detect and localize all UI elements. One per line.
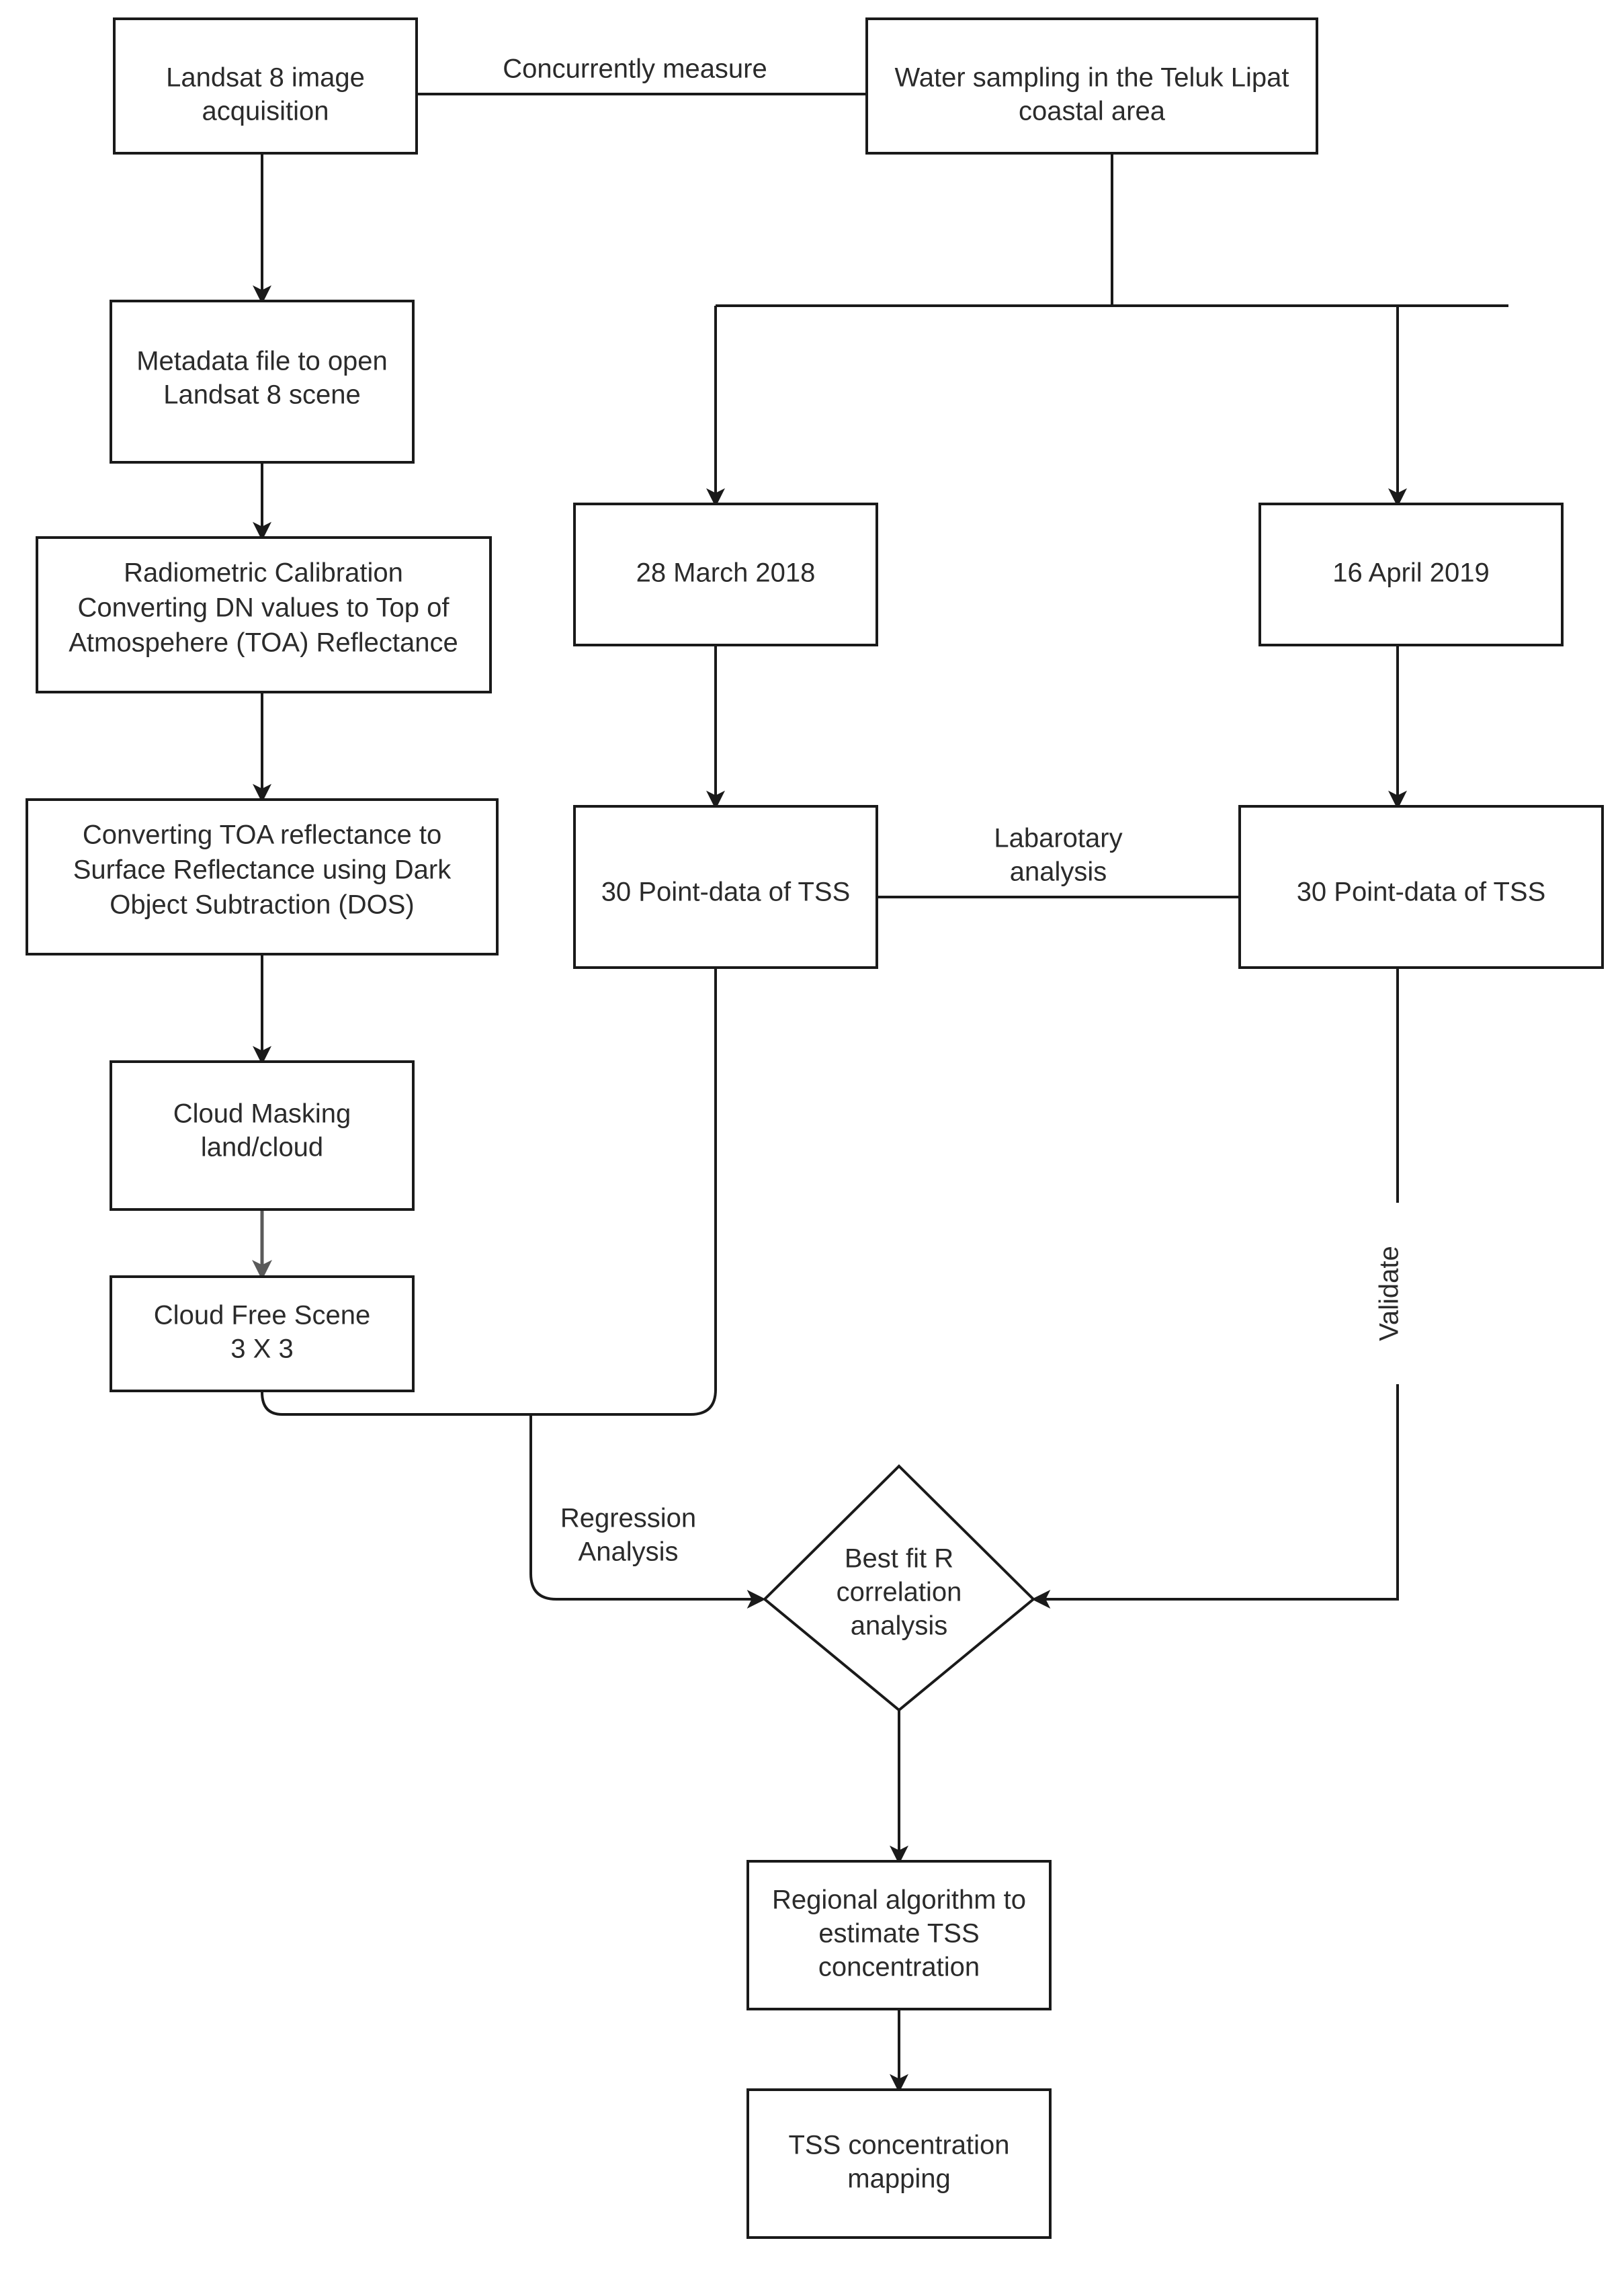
- node-label-line: 30 Point-data of TSS: [601, 878, 851, 907]
- node-label-line: 30 Point-data of TSS: [1297, 878, 1546, 907]
- node-label-line: correlation: [837, 1578, 962, 1607]
- node-regional-algorithm[interactable]: Regional algorithm to estimate TSS conce…: [746, 1860, 1052, 2010]
- edge-merge-to-decision: [529, 1414, 766, 1609]
- node-tss-points-2018[interactable]: 30 Point-data of TSS: [573, 805, 878, 969]
- node-label-line: 16 April 2019: [1332, 558, 1490, 588]
- node-label-line: 28 March 2018: [636, 558, 816, 588]
- node-date-2018[interactable]: 28 March 2018: [573, 503, 878, 646]
- node-cloud-masking[interactable]: Cloud Masking land/cloud: [110, 1060, 415, 1211]
- node-label-line: Water sampling in the Teluk Lipat: [895, 63, 1289, 93]
- node-tss-mapping[interactable]: TSS concentration mapping: [746, 2088, 1052, 2239]
- edge-label-labarotary-analysis: Labarotary analysis: [921, 816, 1203, 890]
- edge-tss2019-validate-to-decision: [1031, 968, 1399, 1609]
- node-label-line: Landsat 8 image: [166, 63, 365, 93]
- node-label-line: analysis: [851, 1611, 948, 1641]
- node-label-line: Object Subtraction (DOS): [110, 890, 415, 920]
- node-label-line: Cloud Masking: [173, 1099, 351, 1129]
- edge-label-validate: Validate: [1371, 1203, 1412, 1384]
- svg-text:Labarotary: Labarotary: [994, 824, 1122, 853]
- edge-label-regression-analysis: Regression Analysis: [538, 1497, 779, 1574]
- node-label-line: TSS concentration: [788, 2131, 1009, 2160]
- node-cloud-free-scene[interactable]: Cloud Free Scene 3 X 3: [110, 1275, 415, 1392]
- node-metadata-file[interactable]: Metadata file to open Landsat 8 scene: [110, 300, 415, 464]
- node-label-line: acquisition: [202, 97, 329, 126]
- node-label-line: coastal area: [1019, 97, 1166, 126]
- svg-text:Validate: Validate: [1375, 1246, 1404, 1341]
- edge-tss2018-merge: [261, 968, 717, 1416]
- node-label-line: Atmospehere (TOA) Reflectance: [69, 628, 458, 658]
- node-label-line: land/cloud: [201, 1133, 323, 1162]
- svg-text:analysis: analysis: [1010, 857, 1107, 887]
- node-radiometric-calibration[interactable]: Radiometric Calibration Converting DN va…: [36, 536, 492, 693]
- node-water-sampling[interactable]: Water sampling in the Teluk Lipat coasta…: [865, 17, 1318, 155]
- node-label-line: Landsat 8 scene: [163, 380, 361, 410]
- svg-text:Regression: Regression: [560, 1504, 696, 1533]
- node-label-line: Radiometric Calibration: [124, 558, 403, 588]
- node-tss-points-2019[interactable]: 30 Point-data of TSS: [1238, 805, 1604, 969]
- node-dos-conversion[interactable]: Converting TOA reflectance to Surface Re…: [26, 798, 499, 955]
- node-label-line: Metadata file to open: [136, 347, 388, 376]
- node-date-2019[interactable]: 16 April 2019: [1258, 503, 1564, 646]
- edge-label-concurrently-measure: Concurrently measure: [464, 52, 813, 90]
- node-label-line: mapping: [847, 2164, 950, 2194]
- node-label-line: estimate TSS: [818, 1919, 979, 1949]
- svg-text:Analysis: Analysis: [579, 1537, 679, 1567]
- node-best-fit-decision[interactable]: Best fit R correlation analysis: [763, 1464, 1035, 1712]
- node-label-line: Converting TOA reflectance to: [83, 820, 441, 850]
- node-landsat-acquisition[interactable]: Landsat 8 image acquisition: [113, 17, 418, 155]
- node-label-line: Converting DN values to Top of: [78, 593, 450, 623]
- node-label-line: Regional algorithm to: [772, 1885, 1026, 1915]
- node-label-line: Cloud Free Scene: [154, 1301, 370, 1330]
- node-label-line: Best fit R: [845, 1544, 953, 1574]
- node-label-line: Surface Reflectance using Dark: [73, 855, 452, 885]
- node-label-line: concentration: [818, 1953, 980, 1982]
- node-label-line: 3 X 3: [230, 1334, 293, 1364]
- svg-text:Concurrently measure: Concurrently measure: [503, 54, 767, 84]
